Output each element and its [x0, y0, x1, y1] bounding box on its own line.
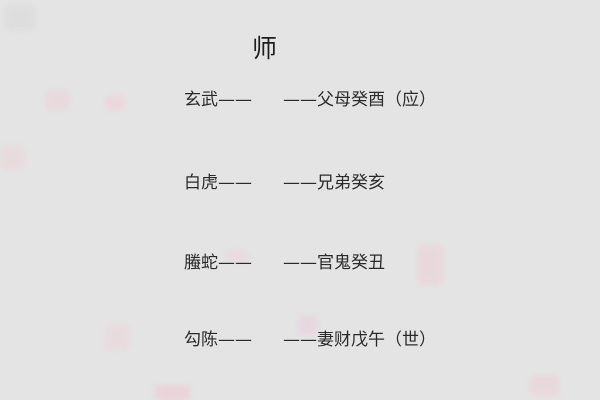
- spirit-label: 螣蛇——: [184, 253, 252, 273]
- background-decoration: [45, 90, 70, 110]
- background-decoration: [530, 375, 560, 395]
- background-decoration: [0, 145, 25, 170]
- line-relation: ——官鬼癸丑: [283, 253, 385, 273]
- spirit-label: 玄武——: [184, 90, 252, 110]
- spirit-label: 白虎——: [184, 173, 252, 193]
- background-decoration: [105, 325, 130, 350]
- hexagram-title: 师: [252, 34, 278, 63]
- background-decoration: [5, 5, 35, 30]
- line-relation: ——父母癸酉（应）: [283, 90, 436, 110]
- line-relation: ——妻财戊午（世）: [283, 330, 436, 350]
- background-decoration: [155, 385, 190, 400]
- line-relation: ——兄弟癸亥: [283, 173, 385, 193]
- background-decoration: [418, 245, 443, 285]
- background-decoration: [105, 95, 125, 110]
- spirit-label: 勾陈——: [184, 330, 252, 350]
